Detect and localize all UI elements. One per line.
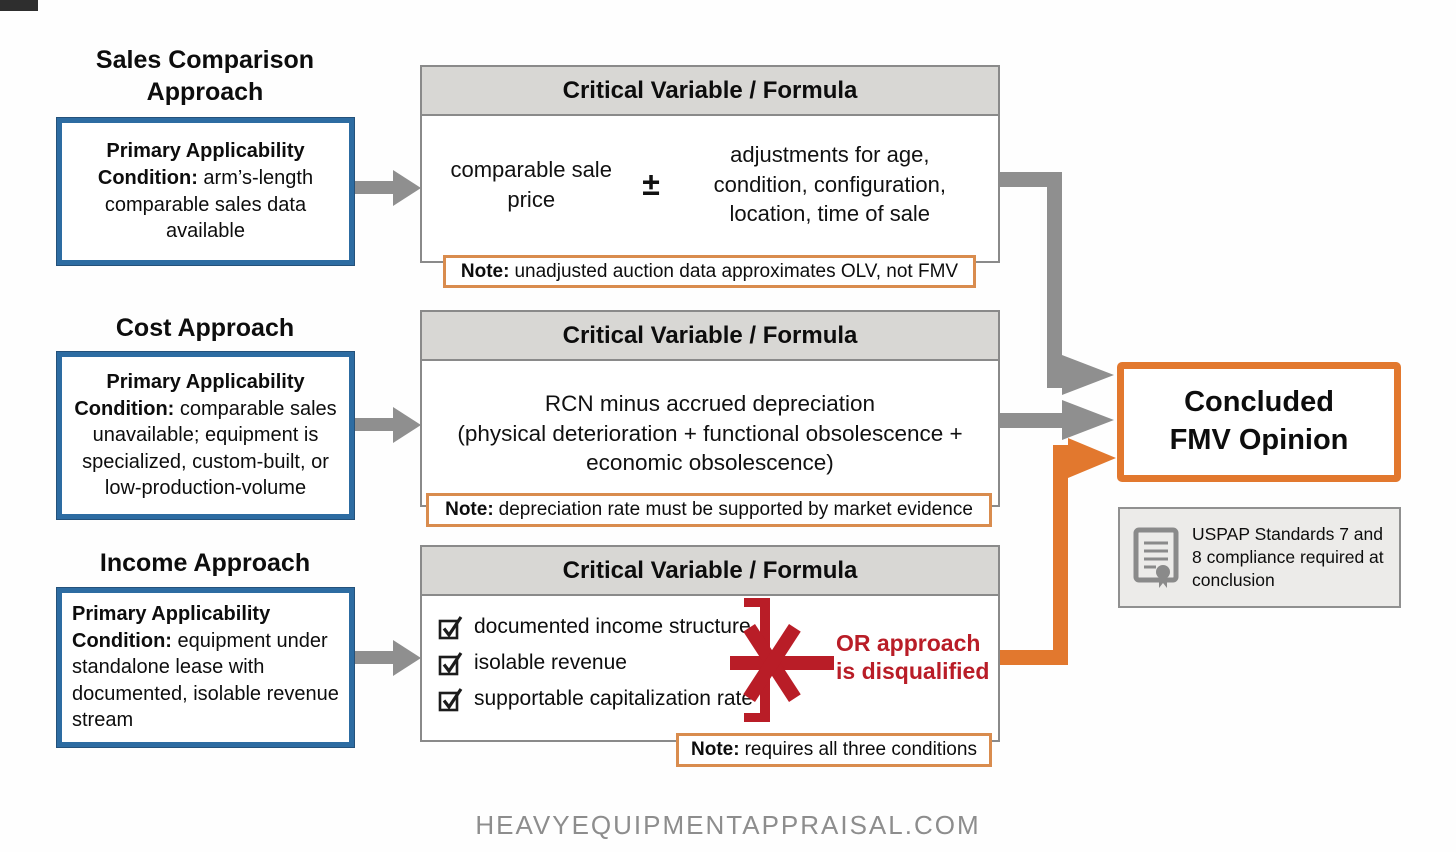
condition-label: Primary Applicability Condition: [74,371,305,420]
formula-box-income: Critical Variable / Formula documented i… [420,545,1000,742]
certificate-document-icon [1133,527,1179,588]
note-label: Note: [445,499,494,520]
formula-right-operand: adjustments for age, condition, configur… [713,142,946,227]
note-label: Note: [460,260,510,282]
condition-label: Primary Applicability Condition: [97,140,305,189]
checklist-item: supportable capitalization rate [438,686,998,712]
checkbox-checked-icon [438,652,463,676]
formula-box-cost: Critical Variable / Formula RCN minus ac… [420,310,1000,507]
uspap-note-text: USPAP Standards 7 and 8 compliance requi… [1192,523,1384,591]
formula-body-sales: comparable sale price ± adjustments for … [422,116,998,229]
connector-cost-horizontal [1000,413,1062,428]
formula-line1: RCN minus accrued depreciation [544,391,876,416]
connector-income-vertical [1053,445,1068,665]
formula-header-income: Critical Variable / Formula [422,547,998,596]
corner-artifact [0,0,38,11]
note-box-cost: Note: depreciation rate must be supporte… [426,493,992,527]
formula-header-sales: Critical Variable / Formula [422,67,998,116]
arrow-head-icon [393,640,421,676]
arrow-cost-to-formula [355,407,421,443]
arrow-shaft [355,418,395,431]
approach-title-cost: Cost Approach [115,314,295,342]
checklist-label: supportable capitalization rate [474,687,754,710]
uspap-compliance-box: USPAP Standards 7 and 8 compliance requi… [1118,507,1401,608]
condition-body: equipment under standalone lease with do… [72,629,339,732]
formula-body-cost: RCN minus accrued depreciation (physical… [422,361,998,478]
concluded-fmv-box: Concluded FMV Opinion [1117,362,1401,482]
checklist-label: isolable revenue [474,651,627,674]
conclusion-title-line1: Concluded [1184,386,1334,419]
or-callout-line2: is disqualified [836,658,990,685]
condition-text-income: Primary Applicability Condition: equipme… [72,601,339,734]
checkbox-checked-icon [438,688,463,712]
note-box-sales: Note: unadjusted auction data approximat… [443,255,976,288]
condition-body: comparable sales unavailable; equipment … [82,397,337,500]
condition-body: arm’s-length comparable sales data avail… [104,166,314,243]
approach-title-income: Income Approach [99,549,311,577]
arrow-income-to-formula [355,640,421,676]
watermark: HEAVYEQUIPMENTAPPRAISAL.COM [475,810,981,840]
or-disqualified-callout: OR approach is disqualified [836,629,996,685]
conclusion-title-line2: FMV Opinion [1169,424,1349,456]
condition-text-sales: Primary Applicability Condition: arm’s-l… [72,138,339,244]
arrow-shaft [355,181,395,194]
condition-text-cost: Primary Applicability Condition: compara… [72,369,339,502]
connector-income-horizontal [1000,650,1068,665]
arrow-shaft [355,651,395,664]
note-label: Note: [691,739,740,760]
condition-box-income: Primary Applicability Condition: equipme… [56,587,355,748]
checkbox-checked-icon [438,616,463,640]
checklist-item: isolable revenue [438,650,998,676]
asterisk-disqualify-icon [730,623,834,703]
arrow-head-icon [393,407,421,443]
connector-sales-vertical [1047,172,1062,388]
formula-header-cost: Critical Variable / Formula [422,312,998,361]
note-text: depreciation rate must be supported by m… [498,499,973,520]
connector-sales-horizontal [1000,172,1062,187]
note-text: requires all three conditions [744,739,977,760]
checklist-label: documented income structure [474,615,751,638]
formula-left-operand: comparable sale price [450,156,612,212]
note-box-income: Note: requires all three conditions [676,733,992,767]
or-callout-line1: OR approach [836,630,981,656]
condition-box-cost: Primary Applicability Condition: compara… [56,351,355,520]
condition-box-sales: Primary Applicability Condition: arm’s-l… [56,117,355,266]
connector-sales-arrowhead-icon [1062,355,1114,395]
arrow-sales-to-formula [355,170,421,206]
connector-cost-arrowhead-icon [1062,400,1114,440]
formula-box-sales: Critical Variable / Formula comparable s… [420,65,1000,263]
approach-title-sales: Sales Comparison Approach [95,46,315,106]
checklist-item: documented income structure [438,614,998,640]
condition-label: Primary Applicability Condition: [72,603,271,652]
arrow-head-icon [393,170,421,206]
formula-line2: (physical deterioration + functional obs… [457,420,963,476]
connector-income-arrowhead-icon [1068,438,1116,478]
formula-body-income: documented income structure isolable rev… [422,596,998,712]
plus-minus-operator: ± [642,166,660,203]
note-text: unadjusted auction data approximates OLV… [514,260,959,282]
